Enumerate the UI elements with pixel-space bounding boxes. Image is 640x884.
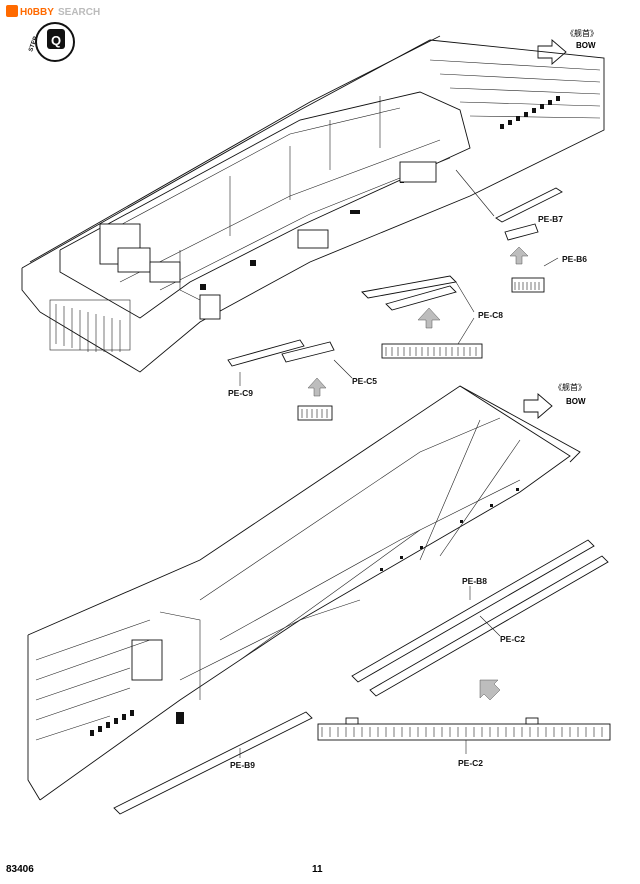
part-pe-c8: PE-C8 (361, 275, 503, 359)
part-pe-c9-c5: PE-C9 PE-C5 (227, 339, 377, 421)
watermark-logo-icon (6, 5, 18, 17)
step-number: Q (51, 33, 61, 48)
step-label: STEP (28, 36, 39, 53)
bow-arrow-icon (523, 393, 553, 419)
label-pe-b9: PE-B9 (230, 760, 255, 770)
label-pe-c2-detail: PE-C2 (458, 758, 483, 768)
kit-number: 83406 (6, 864, 34, 875)
step-badge: Q STEP (28, 22, 75, 62)
bow-indicator-bottom: 《舰首》 BOW (523, 382, 586, 419)
arrow-up-icon (509, 246, 529, 265)
label-pe-c9: PE-C9 (228, 388, 253, 398)
part-pe-b7: PE-B7 (455, 169, 563, 224)
label-pe-b7: PE-B7 (538, 214, 563, 224)
bow-indicator-top: 《舰首》 BOW (537, 28, 598, 65)
page-number: 11 (312, 864, 323, 875)
bow-arrow-icon (537, 39, 567, 65)
page-footer: 83406 11 (6, 864, 323, 875)
arrow-up-icon (307, 377, 327, 397)
arrow-diagonal-icon (479, 679, 501, 701)
bow-label-cjk: 《舰首》 (554, 382, 586, 392)
label-pe-c8: PE-C8 (478, 310, 503, 320)
label-pe-c5: PE-C5 (352, 376, 377, 386)
label-pe-b6: PE-B6 (562, 254, 587, 264)
bow-label-en: BOW (566, 397, 586, 406)
label-pe-b8: PE-B8 (462, 576, 487, 586)
watermark-brand-hobby: H0BBY (20, 7, 54, 18)
part-pe-b9: PE-B9 (113, 711, 313, 815)
bow-label-cjk: 《舰首》 (566, 28, 598, 38)
lower-hull-section (27, 385, 581, 801)
label-pe-c2: PE-C2 (500, 634, 525, 644)
watermark-brand-search: SEARCH (58, 7, 100, 18)
part-pe-b6: PE-B6 (504, 223, 587, 293)
bow-label-en: BOW (576, 41, 596, 50)
part-pe-c2-detail: PE-C2 (317, 717, 611, 768)
arrow-up-icon (417, 307, 441, 329)
upper-hull-section (21, 35, 605, 373)
hobbysearch-watermark: H0BBY SEARCH (6, 5, 100, 18)
part-pe-b8-c2: PE-B8 PE-C2 (351, 539, 609, 701)
